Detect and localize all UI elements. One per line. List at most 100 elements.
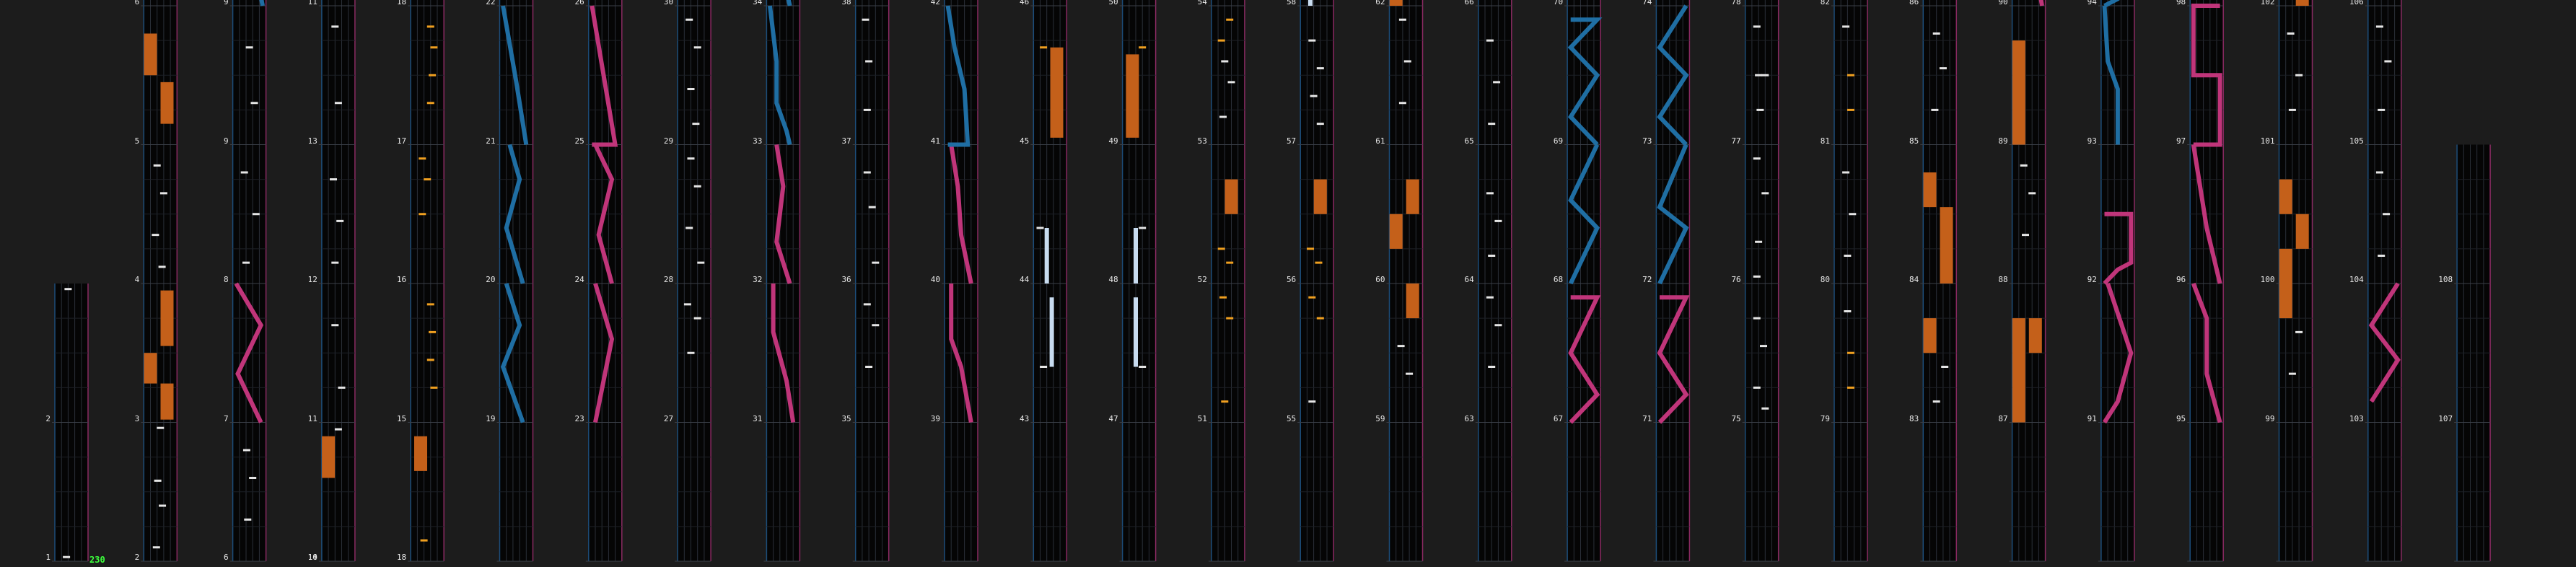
measure-number: 87 bbox=[1998, 413, 2008, 423]
measure-number: 70 bbox=[1553, 0, 1564, 6]
tap-note bbox=[1398, 18, 1406, 21]
measure-number: 6 bbox=[134, 0, 140, 6]
tap-note bbox=[1307, 247, 1314, 250]
trill-note bbox=[501, 5, 529, 145]
measure-number: 35 bbox=[841, 413, 851, 423]
measure-number: 104 bbox=[2349, 275, 2364, 284]
measure-number: 59 bbox=[1375, 413, 1385, 423]
tap-note bbox=[1226, 317, 1234, 320]
measure-number: 22 bbox=[486, 0, 496, 6]
measure-number: 21 bbox=[486, 136, 496, 146]
hold-note bbox=[144, 33, 157, 76]
tap-note bbox=[419, 213, 426, 216]
tap-note bbox=[430, 386, 438, 389]
tap-note bbox=[683, 303, 691, 306]
tap-note bbox=[1308, 39, 1316, 42]
trill-note bbox=[2102, 283, 2134, 424]
tap-note bbox=[1308, 296, 1316, 299]
measure-number: 34 bbox=[753, 0, 763, 6]
tap-note bbox=[693, 185, 701, 188]
hold-note bbox=[1134, 297, 1138, 367]
measure-number: 30 bbox=[663, 0, 674, 6]
tap-note bbox=[420, 539, 428, 542]
measure-number: 64 bbox=[1464, 275, 1474, 284]
trill-note bbox=[504, 144, 525, 284]
tap-note bbox=[336, 219, 344, 222]
tap-note bbox=[1932, 400, 1940, 403]
measure-number: 53 bbox=[1197, 136, 1207, 146]
trill-note bbox=[234, 282, 264, 423]
tap-note bbox=[1226, 18, 1234, 21]
tap-note bbox=[242, 261, 250, 264]
tap-note bbox=[2378, 255, 2386, 257]
column-bg bbox=[2367, 0, 2401, 561]
tap-note bbox=[158, 265, 166, 268]
measure-number: 76 bbox=[1731, 275, 1741, 284]
measure-number: 92 bbox=[2087, 275, 2097, 284]
tap-note bbox=[1847, 351, 1854, 354]
tap-note bbox=[863, 303, 871, 306]
tap-note bbox=[693, 46, 701, 49]
tap-note bbox=[1842, 25, 1850, 28]
hold-path-note bbox=[2191, 4, 2222, 147]
measure-number: 27 bbox=[663, 413, 674, 423]
tap-note bbox=[863, 108, 871, 111]
measure-number: 54 bbox=[1197, 0, 1207, 6]
measure-number: 2 bbox=[45, 413, 51, 423]
tap-note bbox=[1761, 74, 1769, 76]
tap-note bbox=[868, 206, 876, 208]
tap-note bbox=[1494, 219, 1502, 222]
tap-note bbox=[1844, 310, 1852, 312]
measure-number: 41 bbox=[930, 136, 940, 146]
hold-note bbox=[1044, 228, 1049, 284]
tap-note bbox=[152, 234, 159, 237]
measure-number: 68 bbox=[1553, 275, 1564, 284]
tap-note bbox=[863, 171, 871, 174]
measure-number: 65 bbox=[1464, 136, 1474, 146]
tap-note bbox=[424, 178, 431, 181]
measure-number: 46 bbox=[1020, 0, 1030, 6]
measure-number: 47 bbox=[1108, 413, 1118, 423]
tap-note bbox=[1316, 123, 1324, 126]
measure-number: 4 bbox=[134, 275, 140, 284]
measure-number: 42 bbox=[930, 0, 940, 6]
tap-note bbox=[2288, 372, 2296, 375]
hold-note bbox=[1389, 0, 1403, 6]
measure-number: 18 bbox=[396, 553, 407, 562]
hold-note bbox=[144, 353, 157, 384]
tap-note bbox=[1761, 192, 1769, 195]
hold-note bbox=[1126, 54, 1139, 138]
measure-number: 62 bbox=[1375, 0, 1385, 6]
column-bg bbox=[1834, 0, 1867, 561]
column-bg bbox=[855, 0, 889, 561]
measure-number: 10 bbox=[307, 553, 317, 562]
measure-number: 107 bbox=[2438, 413, 2453, 423]
tap-note bbox=[334, 428, 342, 431]
measure-number: 101 bbox=[2260, 136, 2275, 146]
hold-note bbox=[1389, 214, 1403, 249]
measure-number: 91 bbox=[2087, 413, 2097, 423]
measure-number: 66 bbox=[1464, 0, 1474, 6]
hold-note bbox=[2028, 318, 2042, 353]
measure-number: 77 bbox=[1731, 136, 1741, 146]
tap-note bbox=[872, 261, 880, 264]
column-bg bbox=[766, 0, 800, 561]
measure-number: 48 bbox=[1108, 275, 1118, 284]
tap-note bbox=[154, 479, 162, 482]
measure-number: 80 bbox=[1820, 275, 1830, 284]
trill-note bbox=[771, 284, 796, 423]
tap-note bbox=[252, 213, 260, 216]
measure-number: 31 bbox=[753, 413, 763, 423]
tap-note bbox=[1756, 108, 1764, 111]
measure-number: 96 bbox=[2176, 275, 2186, 284]
tap-note bbox=[1221, 60, 1229, 63]
tap-note bbox=[2295, 74, 2303, 76]
measure-number: 69 bbox=[1553, 136, 1564, 146]
tap-note bbox=[1217, 247, 1225, 250]
tap-note bbox=[865, 366, 873, 368]
measure-number: 71 bbox=[1642, 413, 1652, 423]
trill-note bbox=[1657, 295, 1690, 424]
trill-note bbox=[1657, 144, 1689, 285]
trill-note bbox=[945, 5, 971, 147]
column-bg bbox=[1478, 0, 1512, 561]
